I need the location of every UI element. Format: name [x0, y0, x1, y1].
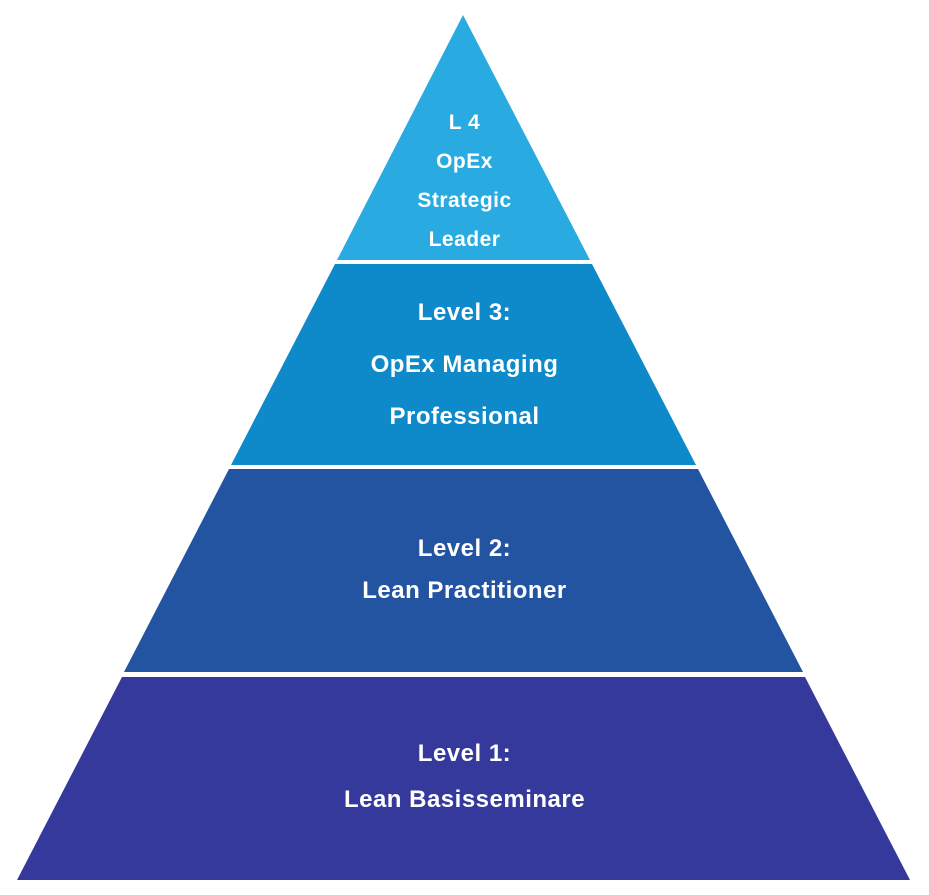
pyramid-level-4-shape: [337, 15, 590, 260]
pyramid-level-2-shape: [124, 469, 803, 672]
pyramid-level-1-shape: [17, 677, 910, 880]
pyramid-level-3-shape: [231, 264, 696, 465]
